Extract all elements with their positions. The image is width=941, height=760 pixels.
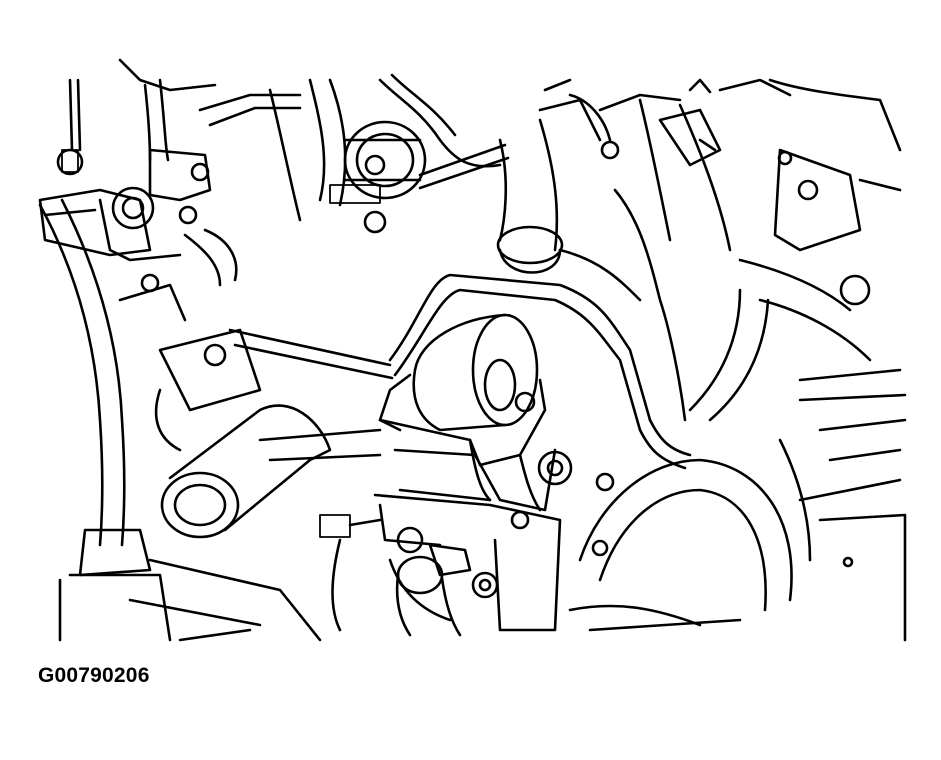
water-outlet-pipe <box>118 273 332 539</box>
left-vertical-hose <box>38 198 172 642</box>
upper-right-block <box>738 78 902 362</box>
upper-center-hoses <box>268 73 510 234</box>
lower-center-hose <box>395 539 609 637</box>
engine-mount <box>378 313 557 512</box>
lower-bracket <box>319 450 615 632</box>
right-housing <box>578 288 907 642</box>
figure-code: G00790206 <box>38 664 150 687</box>
upper-left-assembly <box>98 78 302 287</box>
lower-block <box>128 428 742 642</box>
left-bracket <box>38 58 217 257</box>
upper-right-hose <box>496 78 792 274</box>
cooler-lines <box>228 188 692 470</box>
engine-mount-line-drawing <box>38 58 907 642</box>
